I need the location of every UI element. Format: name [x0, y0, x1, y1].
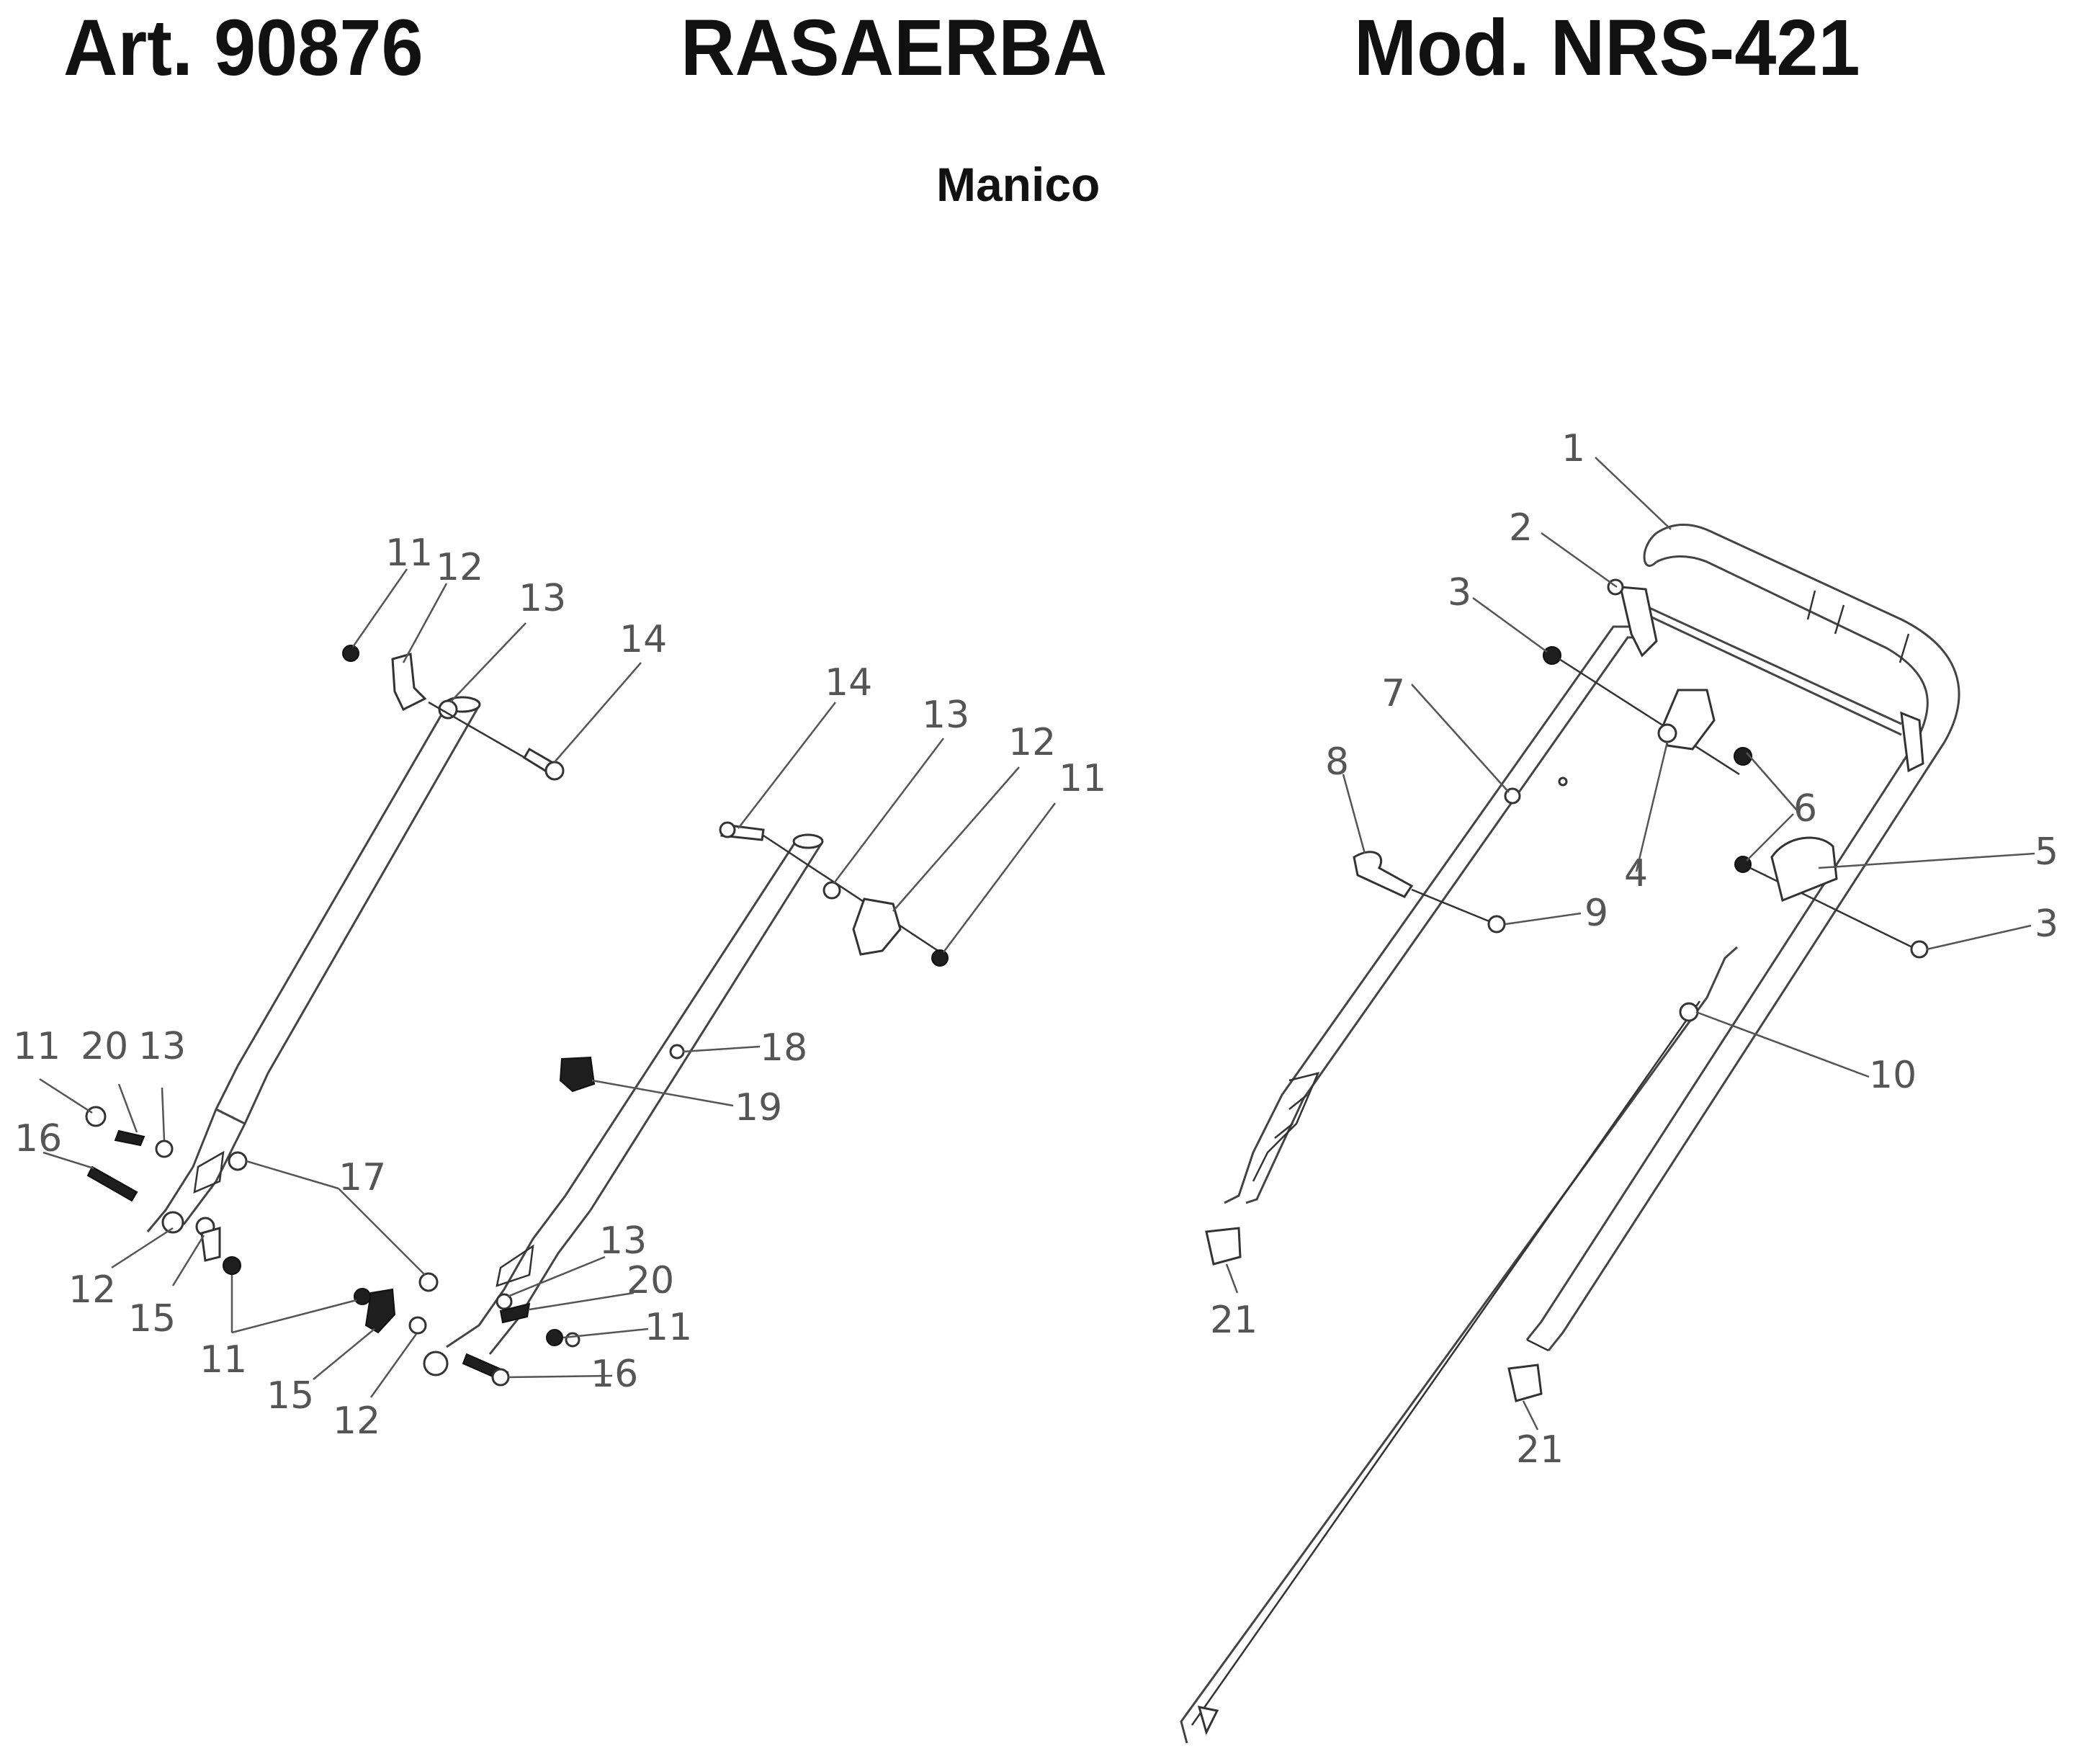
top-left-knob-group [342, 645, 565, 781]
callout: 21 [1516, 1428, 1564, 1472]
switch-5 [1770, 836, 1838, 903]
callout: 9 [1584, 892, 1608, 935]
model-number: Mod. NRS-421 [1354, 4, 1860, 92]
callout: 7 [1381, 672, 1405, 715]
callout: 12 [1008, 721, 1056, 764]
article-number: Art. 90876 [63, 4, 423, 92]
callout: 11 [645, 1306, 692, 1349]
bowden-cable-10 [1180, 946, 1738, 1744]
callout: 17 [339, 1156, 386, 1199]
nut-11b [931, 949, 949, 967]
control-rod-2 [1607, 578, 1924, 773]
lower-handle-left-tube [146, 696, 481, 1234]
hole [1558, 776, 1568, 787]
end-cap-21 [1205, 1227, 1242, 1266]
callout: 3 [1448, 571, 1471, 614]
throttle-lever-cluster [1543, 646, 1752, 776]
lower-handle-assembly: 11 12 13 14 14 13 12 11 18 19 11 20 13 1… [13, 532, 1106, 1443]
callout: 19 [735, 1086, 782, 1129]
leader-lines-right [1225, 457, 2035, 1431]
callout: 14 [619, 618, 667, 661]
leader-lines-left [39, 568, 1057, 1398]
callout: 11 [385, 532, 433, 575]
callout: 10 [1869, 1054, 1917, 1097]
lever-8-group [1353, 851, 1506, 934]
end-cap-21b [1507, 1364, 1543, 1402]
callout: 18 [760, 1026, 807, 1070]
callouts-right: 1 2 3 7 8 4 6 5 9 3 10 21 21 [1210, 427, 2058, 1472]
upper-handle-bar [1224, 523, 1960, 1352]
callout: 3 [2035, 903, 2058, 946]
callout: 12 [436, 546, 483, 589]
callout: 8 [1325, 740, 1349, 784]
callout: 11 [200, 1338, 247, 1382]
section-title: Manico [936, 158, 1100, 211]
product-name: RASAERBA [681, 4, 1108, 92]
nut-11 [342, 645, 359, 662]
callouts-left: 11 12 13 14 14 13 12 11 18 19 11 20 13 1… [13, 532, 1106, 1443]
callout: 21 [1210, 1299, 1258, 1342]
callout: 13 [922, 694, 969, 737]
hole-18 [669, 1044, 685, 1060]
callout: 5 [2035, 830, 2058, 874]
bottom-right-fasteners [354, 1288, 580, 1387]
lower-handle-right-tube [423, 833, 824, 1376]
callout: 20 [627, 1259, 674, 1302]
callout: 15 [128, 1297, 176, 1340]
callout: 13 [519, 577, 566, 620]
callout: 4 [1624, 852, 1648, 895]
bottom-left-fasteners [85, 1106, 439, 1292]
clip-19 [559, 1056, 596, 1093]
callout: 1 [1561, 427, 1585, 470]
callout: 6 [1793, 787, 1817, 830]
callout: 12 [68, 1268, 116, 1312]
callout: 13 [599, 1219, 647, 1263]
callout: 16 [14, 1117, 62, 1160]
top-right-knob-group [719, 821, 949, 967]
callout: 20 [81, 1025, 128, 1068]
knob-12 [391, 653, 427, 712]
callout: 15 [266, 1374, 314, 1418]
callout: 16 [591, 1353, 638, 1396]
callout: 2 [1509, 506, 1533, 550]
callout: 12 [333, 1400, 380, 1443]
switch-box-cluster [1734, 836, 1929, 959]
knob-12b [852, 897, 902, 956]
callout: 11 [13, 1025, 60, 1068]
callout: 13 [138, 1025, 186, 1068]
callout: 14 [825, 661, 872, 704]
callout: 11 [1059, 757, 1106, 800]
upper-handle-assembly: 1 2 3 7 8 4 6 5 9 3 10 21 21 [1180, 427, 2058, 1744]
bolt-16 [86, 1165, 138, 1202]
washer-13b [822, 881, 841, 900]
